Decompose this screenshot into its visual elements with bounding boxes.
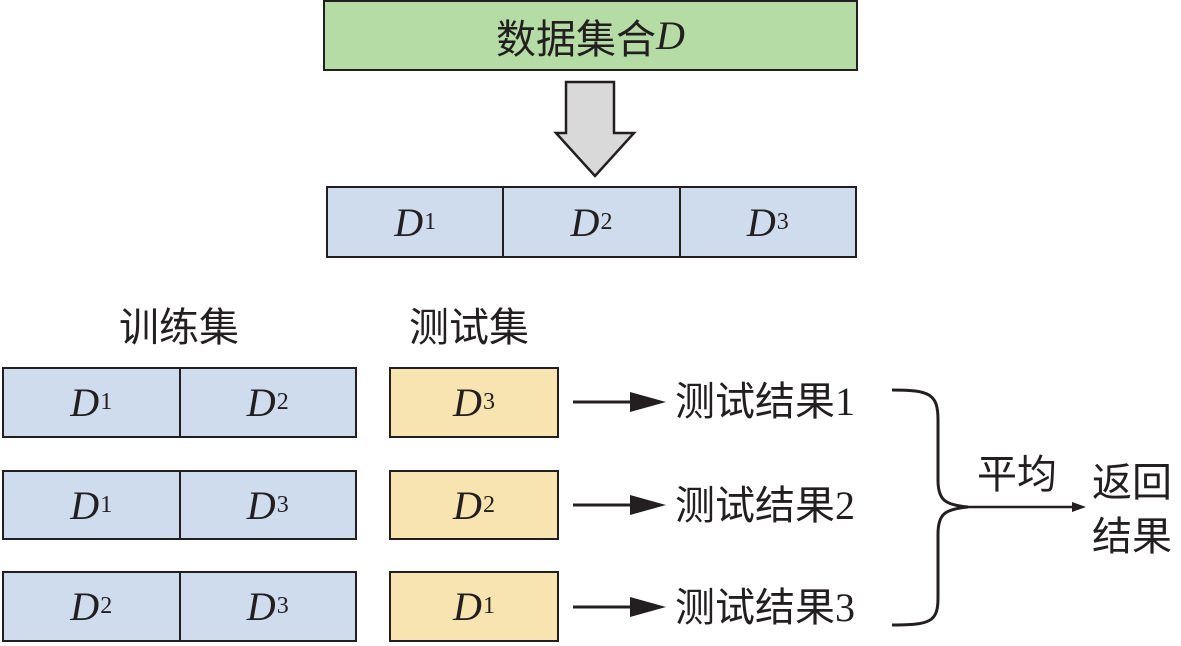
average-arrow-icon	[968, 502, 1086, 512]
return-label-line2: 结果	[1092, 514, 1172, 559]
dataset-variable: D	[656, 13, 685, 58]
result-arrow-icon	[573, 495, 666, 515]
return-label-line1: 返回	[1092, 460, 1172, 505]
dataset-label: 数据集合	[496, 16, 657, 62]
train-set-header: 训练集	[119, 305, 239, 350]
test-result-label: 测试结果2	[675, 483, 855, 528]
brace-icon	[891, 388, 969, 627]
test-result-label: 测试结果1	[675, 379, 855, 424]
test-result-label: 测试结果3	[675, 585, 855, 630]
test-set-header: 测试集	[409, 305, 529, 350]
result-arrow-icon	[573, 597, 666, 617]
result-arrow-icon	[573, 392, 666, 412]
average-label: 平均	[977, 452, 1057, 497]
